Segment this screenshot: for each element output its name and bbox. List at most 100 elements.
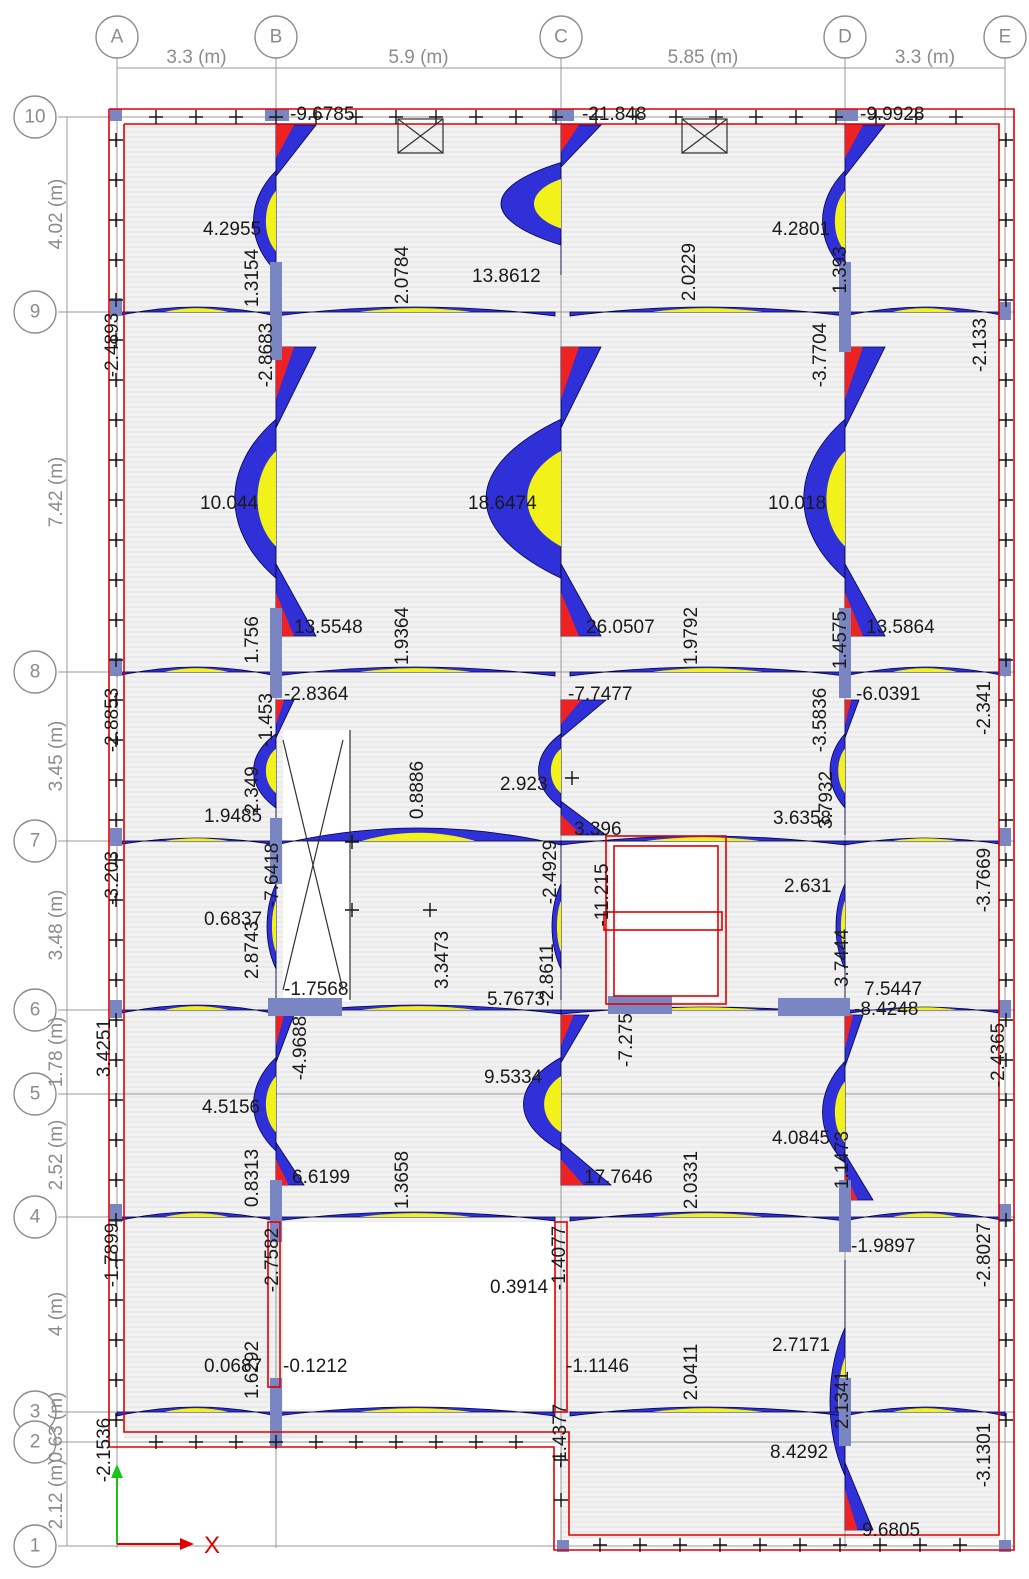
grid-bubble-4: 4 [13,1195,57,1239]
dimension-labels: 3.3 (m)5.9 (m)5.85 (m)3.3 (m)4.02 (m)7.4… [46,47,955,1529]
opening-edge-c [554,1221,568,1413]
moment-label: 1.3154 [242,249,263,308]
moment-label: -1.453 [256,693,277,747]
member-blocks [110,109,1011,1552]
moment-label: 2.923 [500,774,548,795]
moment-label: 1.3658 [392,1151,413,1209]
moment-label: -2.8683 [256,323,277,387]
grid-bubble-9: 9 [13,290,57,334]
grid-bubble-6: 6 [13,988,57,1032]
moment-label: -8.4248 [854,999,918,1020]
moment-label: 4.0845 [772,1128,830,1149]
grid-bubble-label: C [554,27,568,48]
dim-y-1: 4.02 (m) [46,179,67,250]
moment-label: -1.7899 [102,1223,123,1287]
dim-y-5: 1.78 (m) [46,1017,67,1088]
grid-bubble-7: 7 [13,819,57,863]
moment-bulge [253,1056,277,1152]
grid-bubble-label: 5 [30,1084,41,1105]
opening-edge-cd-mid [603,911,723,931]
moment-label: 6.6199 [292,1167,350,1188]
member-block [270,818,282,884]
grid-bubble-c: C [539,15,583,59]
dim-y-3: 3.45 (m) [46,721,67,792]
member-block [110,109,122,121]
global-axes: X [111,1464,220,1559]
moment-label: -9.9928 [860,104,924,125]
member-block [999,1204,1011,1222]
moment-label: -7.275 [616,1013,637,1067]
member-block [270,1378,282,1446]
moment-label: -7.6418 [262,843,283,907]
moment-label: 2.0331 [681,1151,702,1209]
moment-label: 13.5864 [866,617,935,638]
moment-bulge [803,418,846,580]
moment-label: -3.7704 [810,322,831,387]
grid-bubble-5: 5 [13,1072,57,1116]
moment-label: -11.215 [592,863,613,926]
moment-bulge [551,883,562,970]
member-block [110,828,122,846]
moment-label: -1.7568 [284,979,348,1000]
moment-label: 2.631 [784,876,832,897]
moment-bulge [500,161,562,246]
moment-label: 1.756 [242,616,263,664]
moment-label: 2.349 [242,766,263,814]
moment-label: 10.018 [768,493,826,514]
grid-bubble-label: D [838,27,852,48]
moment-label: -2.1536 [94,1418,115,1482]
member-block [270,608,282,698]
moment-label: -3.7669 [974,848,995,912]
member-block [270,1180,282,1242]
moment-diagrams [116,124,1006,1531]
member-block [839,608,851,698]
slab-edges [108,108,1015,1551]
member-block [270,262,282,360]
moment-label: 2.0411 [681,1344,702,1401]
opening-edge-cd [605,835,727,1005]
grid-bubble-label: 7 [30,831,41,852]
moment-label: 0.3914 [490,1277,549,1298]
moment-label: 2.7171 [772,1335,830,1356]
grid-bubble-label: 4 [30,1207,41,1228]
dim-x-3: 5.85 (m) [668,47,739,68]
member-block [839,1180,851,1252]
dim-x-1: 3.3 (m) [166,47,226,68]
moment-label: -2.341 [974,681,995,735]
moment-label: 2.8743 [242,921,263,979]
moment-label: -2.4893 [102,313,123,377]
moment-label: 1.4575 [830,611,851,669]
moment-label: 0.8313 [242,1149,263,1207]
member-block [110,1000,122,1018]
moment-bulge [266,883,277,970]
moment-label: 4.2801 [772,219,830,240]
moment-label: -2.4365 [988,1023,1009,1087]
moment-label: -1.9897 [851,1236,915,1257]
moment-label: 3.396 [574,819,622,840]
grid-bubble-label: 6 [30,1000,41,1021]
x-axis-label: X [204,1532,220,1559]
grid-bubble-b: B [254,15,298,59]
grid-bubble-label: 9 [30,302,41,323]
grid-bubble-d: D [823,15,867,59]
moment-bulge [822,1060,846,1164]
moment-label: 3.6358 [773,808,831,829]
moment-bulge [523,1056,562,1152]
opening-edge-cd-inner [613,845,719,997]
moment-label: 1.6292 [242,1341,263,1399]
member-block [999,1000,1011,1018]
moment-value-labels: -9.6785-21.848-9.99284.295513.86124.2801… [94,104,1009,1541]
grid-bubble-e: E [983,15,1027,59]
grid-bubble-label: 2 [30,1432,41,1453]
moment-label: -1.4377 [550,1404,571,1468]
moment-label: 13.8612 [472,266,541,287]
moment-label: 5.7673 [487,989,545,1010]
dim-y-4: 3.48 (m) [46,890,67,961]
member-block [999,302,1011,320]
moment-label: 3.3473 [432,931,453,989]
moment-bulge [253,732,277,809]
moment-label: -9.6785 [290,104,354,125]
moment-label: 9.5334 [484,1067,543,1088]
moment-label: 18.6474 [468,493,537,514]
